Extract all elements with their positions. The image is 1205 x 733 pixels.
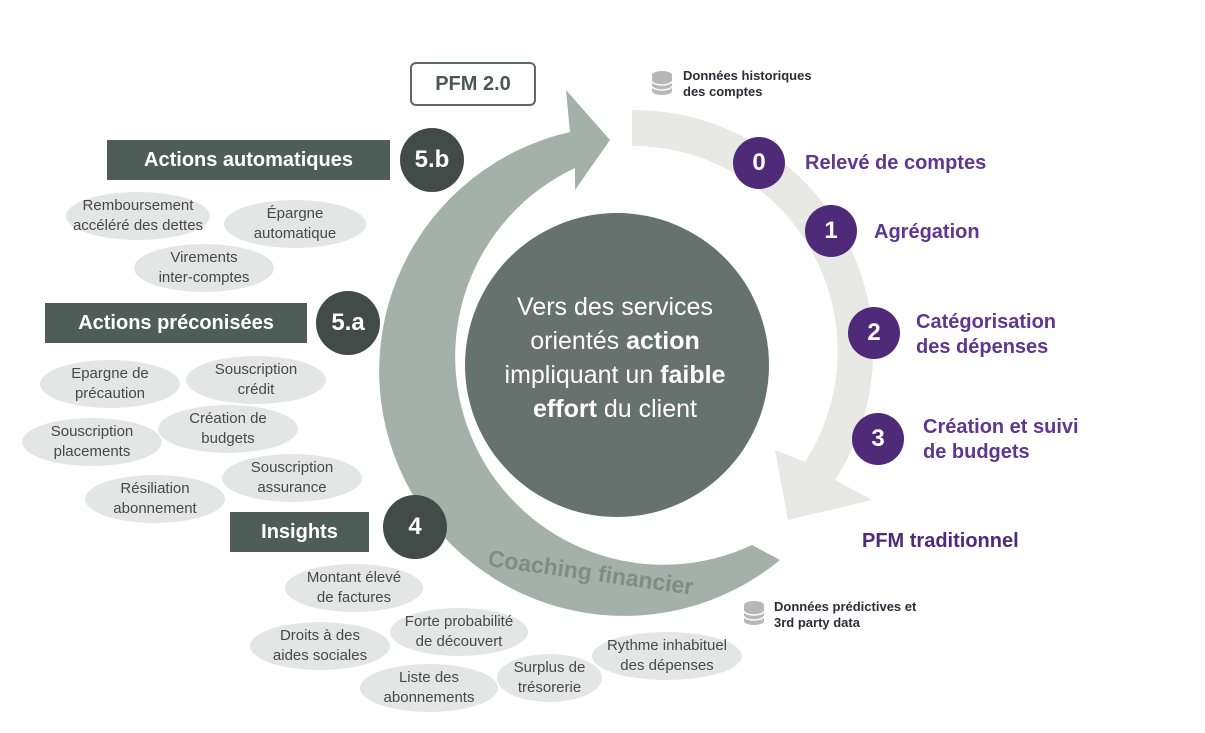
database-icon: [651, 71, 673, 95]
historical-data-label: Données historiques des comptes: [683, 68, 812, 99]
center-circle: [465, 213, 769, 517]
stage-5a-tag: Actions préconisées: [45, 303, 307, 343]
traditional-pfm-label: PFM traditionnel: [862, 530, 1019, 552]
pfm2-arc: [379, 90, 780, 616]
stage-5b-badge: 5.b: [400, 128, 464, 192]
predictive-data-label: Données prédictives et 3rd party data: [774, 599, 917, 630]
stage-4-tag: Insights: [230, 512, 369, 552]
pfm2-label: PFM 2.0: [410, 62, 536, 106]
center-line-3: impliquant un: [504, 361, 661, 389]
step-0-badge: 0: [733, 137, 785, 189]
step-3-label: Création et suivi de budgets: [923, 416, 1079, 463]
database-icon: [743, 601, 765, 625]
center-emph-effort: effort: [533, 395, 597, 423]
stage-5b-tag: Actions automatiques: [107, 140, 390, 180]
center-line-4: du client: [596, 395, 697, 423]
stage-4-badge: 4: [383, 495, 447, 559]
step-2-badge: 2: [848, 307, 900, 359]
step-2-label: Catégorisation des dépenses: [916, 311, 1057, 358]
center-statement: Vers des services orientés action impliq…: [465, 290, 765, 426]
center-emph-faible: faible: [660, 361, 726, 389]
stage-5a-badge: 5.a: [316, 291, 380, 355]
center-line-1: Vers des services: [517, 293, 713, 321]
step-0-label: Relevé de comptes: [805, 152, 987, 174]
center-line-2: orientés: [530, 327, 627, 355]
step-1-badge: 1: [805, 205, 857, 257]
step-1-label: Agrégation: [874, 221, 980, 243]
step-3-badge: 3: [852, 413, 904, 465]
center-emph-action: action: [626, 327, 700, 355]
